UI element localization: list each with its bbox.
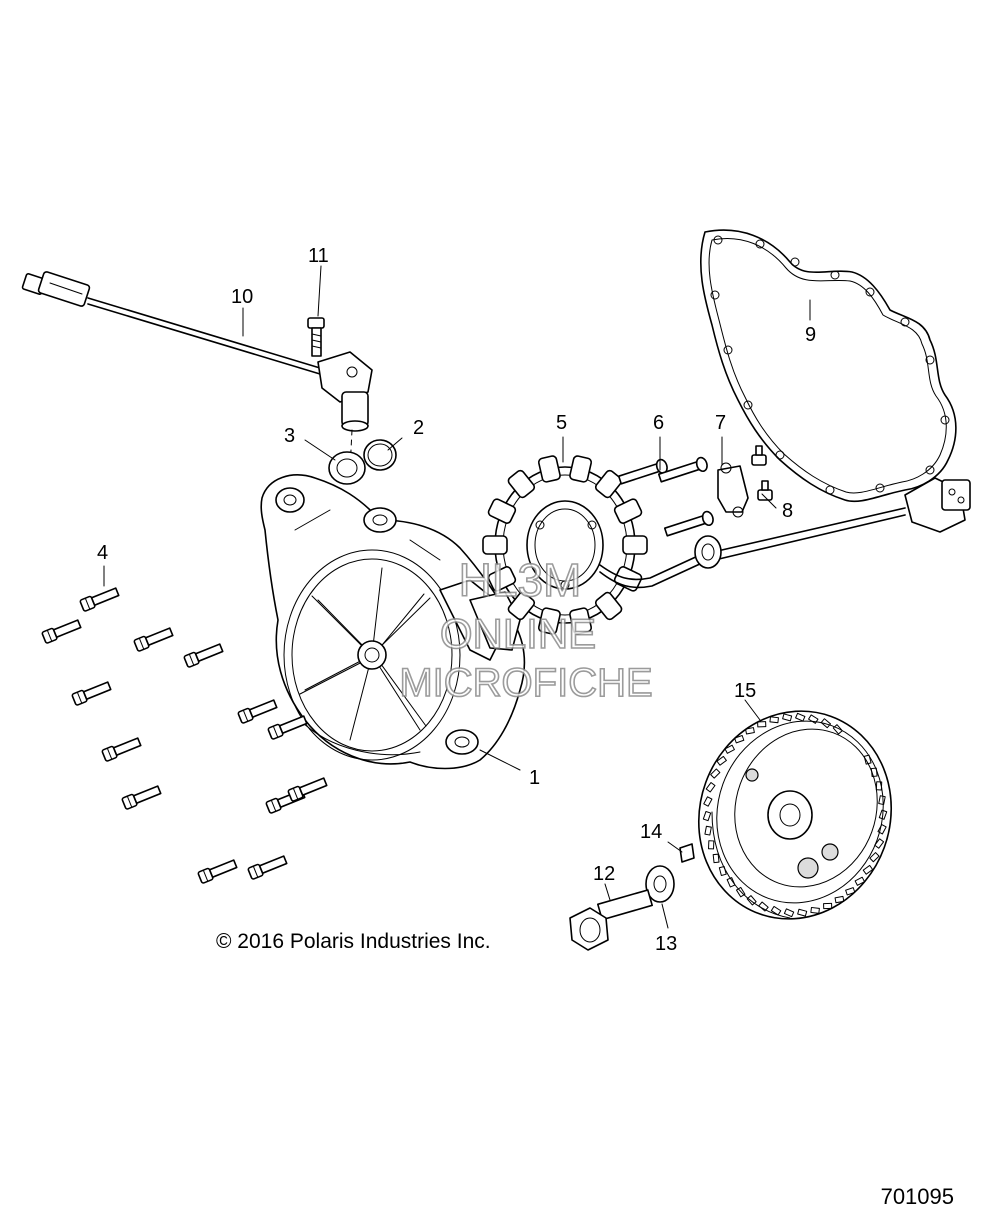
- bolt[interactable]: [247, 854, 288, 880]
- bolt[interactable]: [41, 618, 82, 644]
- callout-6: 6: [653, 412, 664, 434]
- bolt[interactable]: [121, 784, 162, 810]
- bolt[interactable]: [101, 736, 142, 762]
- callout-10: 10: [231, 286, 253, 308]
- callout-9: 9: [805, 324, 816, 346]
- gasket-part-9[interactable]: [699, 229, 957, 503]
- leader-lines: [103, 265, 811, 929]
- watermark-line-2: ONLINE: [440, 610, 596, 657]
- washer-part-13[interactable]: [645, 865, 675, 903]
- watermark: HL3M ONLINE MICROFICHE: [399, 553, 654, 706]
- copyright-notice: © 2016 Polaris Industries Inc.: [216, 930, 491, 953]
- bolt[interactable]: [287, 776, 328, 802]
- callout-11: 11: [308, 245, 329, 267]
- flywheel-bolt-part-12[interactable]: [569, 889, 653, 951]
- clamp-screw-group-part-8[interactable]: [751, 445, 773, 501]
- callout-3: 3: [284, 425, 295, 447]
- flywheel-part-15[interactable]: [670, 684, 920, 946]
- clamp-part-7[interactable]: [717, 462, 749, 518]
- callout-8: 8: [782, 500, 793, 522]
- stator-part-5[interactable]: [482, 455, 971, 635]
- callout-5: 5: [556, 412, 567, 434]
- stator-cover-part-1[interactable]: [260, 474, 526, 770]
- callout-7: 7: [715, 412, 726, 434]
- watermark-line-1: HL3M: [459, 554, 582, 606]
- callout-14: 14: [640, 821, 662, 843]
- callout-15: 15: [734, 680, 756, 702]
- callout-4: 4: [97, 542, 108, 564]
- callout-2: 2: [413, 417, 424, 439]
- bolt[interactable]: [71, 680, 112, 706]
- bolt[interactable]: [183, 642, 224, 668]
- bolt[interactable]: [237, 698, 278, 724]
- sensor-harness-part-10[interactable]: [21, 271, 373, 432]
- bolt[interactable]: [133, 626, 174, 652]
- callout-labels: 1 2 3 4 5 6 7 8 9 10 11 12 13 14 15: [97, 245, 816, 955]
- key-part-14[interactable]: [679, 843, 695, 863]
- bearing-part-3[interactable]: [328, 451, 366, 485]
- callout-13: 13: [655, 933, 677, 955]
- watermark-line-3: MICROFICHE: [399, 661, 652, 705]
- bolt[interactable]: [197, 858, 238, 884]
- callout-1: 1: [529, 767, 540, 789]
- bolt[interactable]: [267, 714, 308, 740]
- callout-12: 12: [593, 863, 615, 885]
- bolt-group-part-4[interactable]: [41, 586, 328, 884]
- snap-ring-part-2[interactable]: [363, 439, 397, 471]
- document-number: 701095: [880, 1184, 954, 1209]
- bolt[interactable]: [79, 586, 120, 612]
- screw-part-11[interactable]: [307, 317, 325, 357]
